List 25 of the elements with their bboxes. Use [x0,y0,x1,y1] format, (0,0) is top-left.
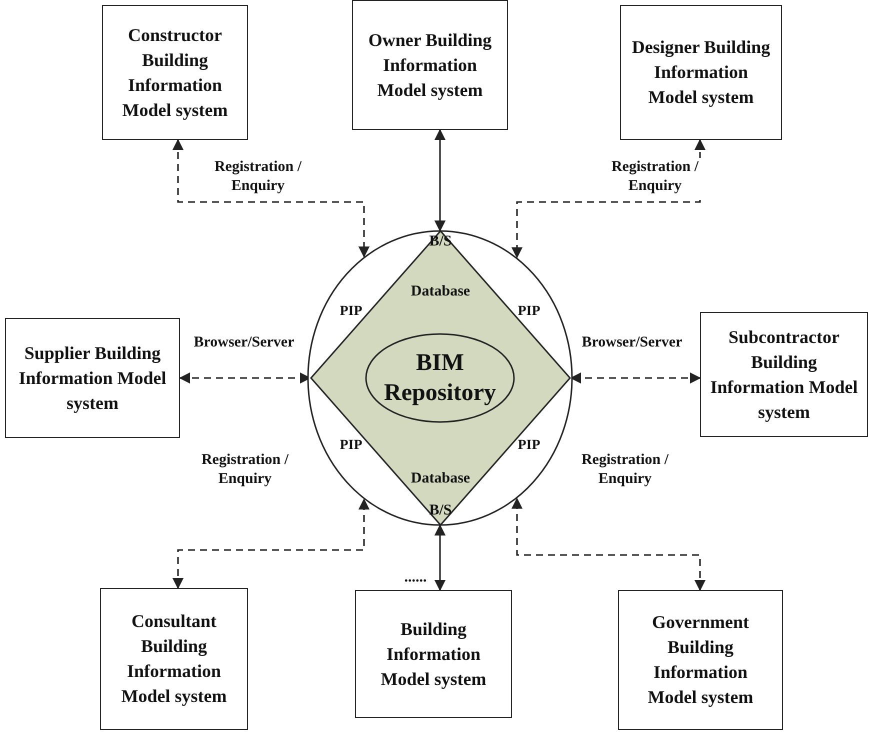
arrow [434,524,446,592]
node-text: B/S [429,502,452,520]
system-box: Designer Building Information Model system [620,5,782,140]
system-box: Constructor Building Information Model system [102,5,248,140]
arrow [172,498,370,590]
pip-label: PIP [340,304,362,320]
arrow [511,138,706,258]
system-box: Consultant Building Information Model system [100,588,248,730]
repository-ellipse [365,333,515,423]
system-box: Building Information Model system [355,590,512,718]
node-text: BIM Repository [383,349,497,408]
ellipsis-text: ...... [404,570,427,586]
node-text: Database [410,470,470,488]
pip-label: PIP [518,438,540,454]
arrow [172,138,370,258]
system-box: Subcontractor Building Information Model system [700,312,868,437]
arrow [511,498,706,592]
pip-label: PIP [340,438,362,454]
node-text: B/S [429,233,452,250]
system-box: Government Building Information Model system [618,590,783,730]
arrow [434,128,446,232]
system-box: Owner Building Information Model system [352,0,508,130]
system-box: Supplier Building Information Model system [5,318,180,438]
pip-label: PIP [518,304,540,320]
node-text: Database [410,284,470,301]
